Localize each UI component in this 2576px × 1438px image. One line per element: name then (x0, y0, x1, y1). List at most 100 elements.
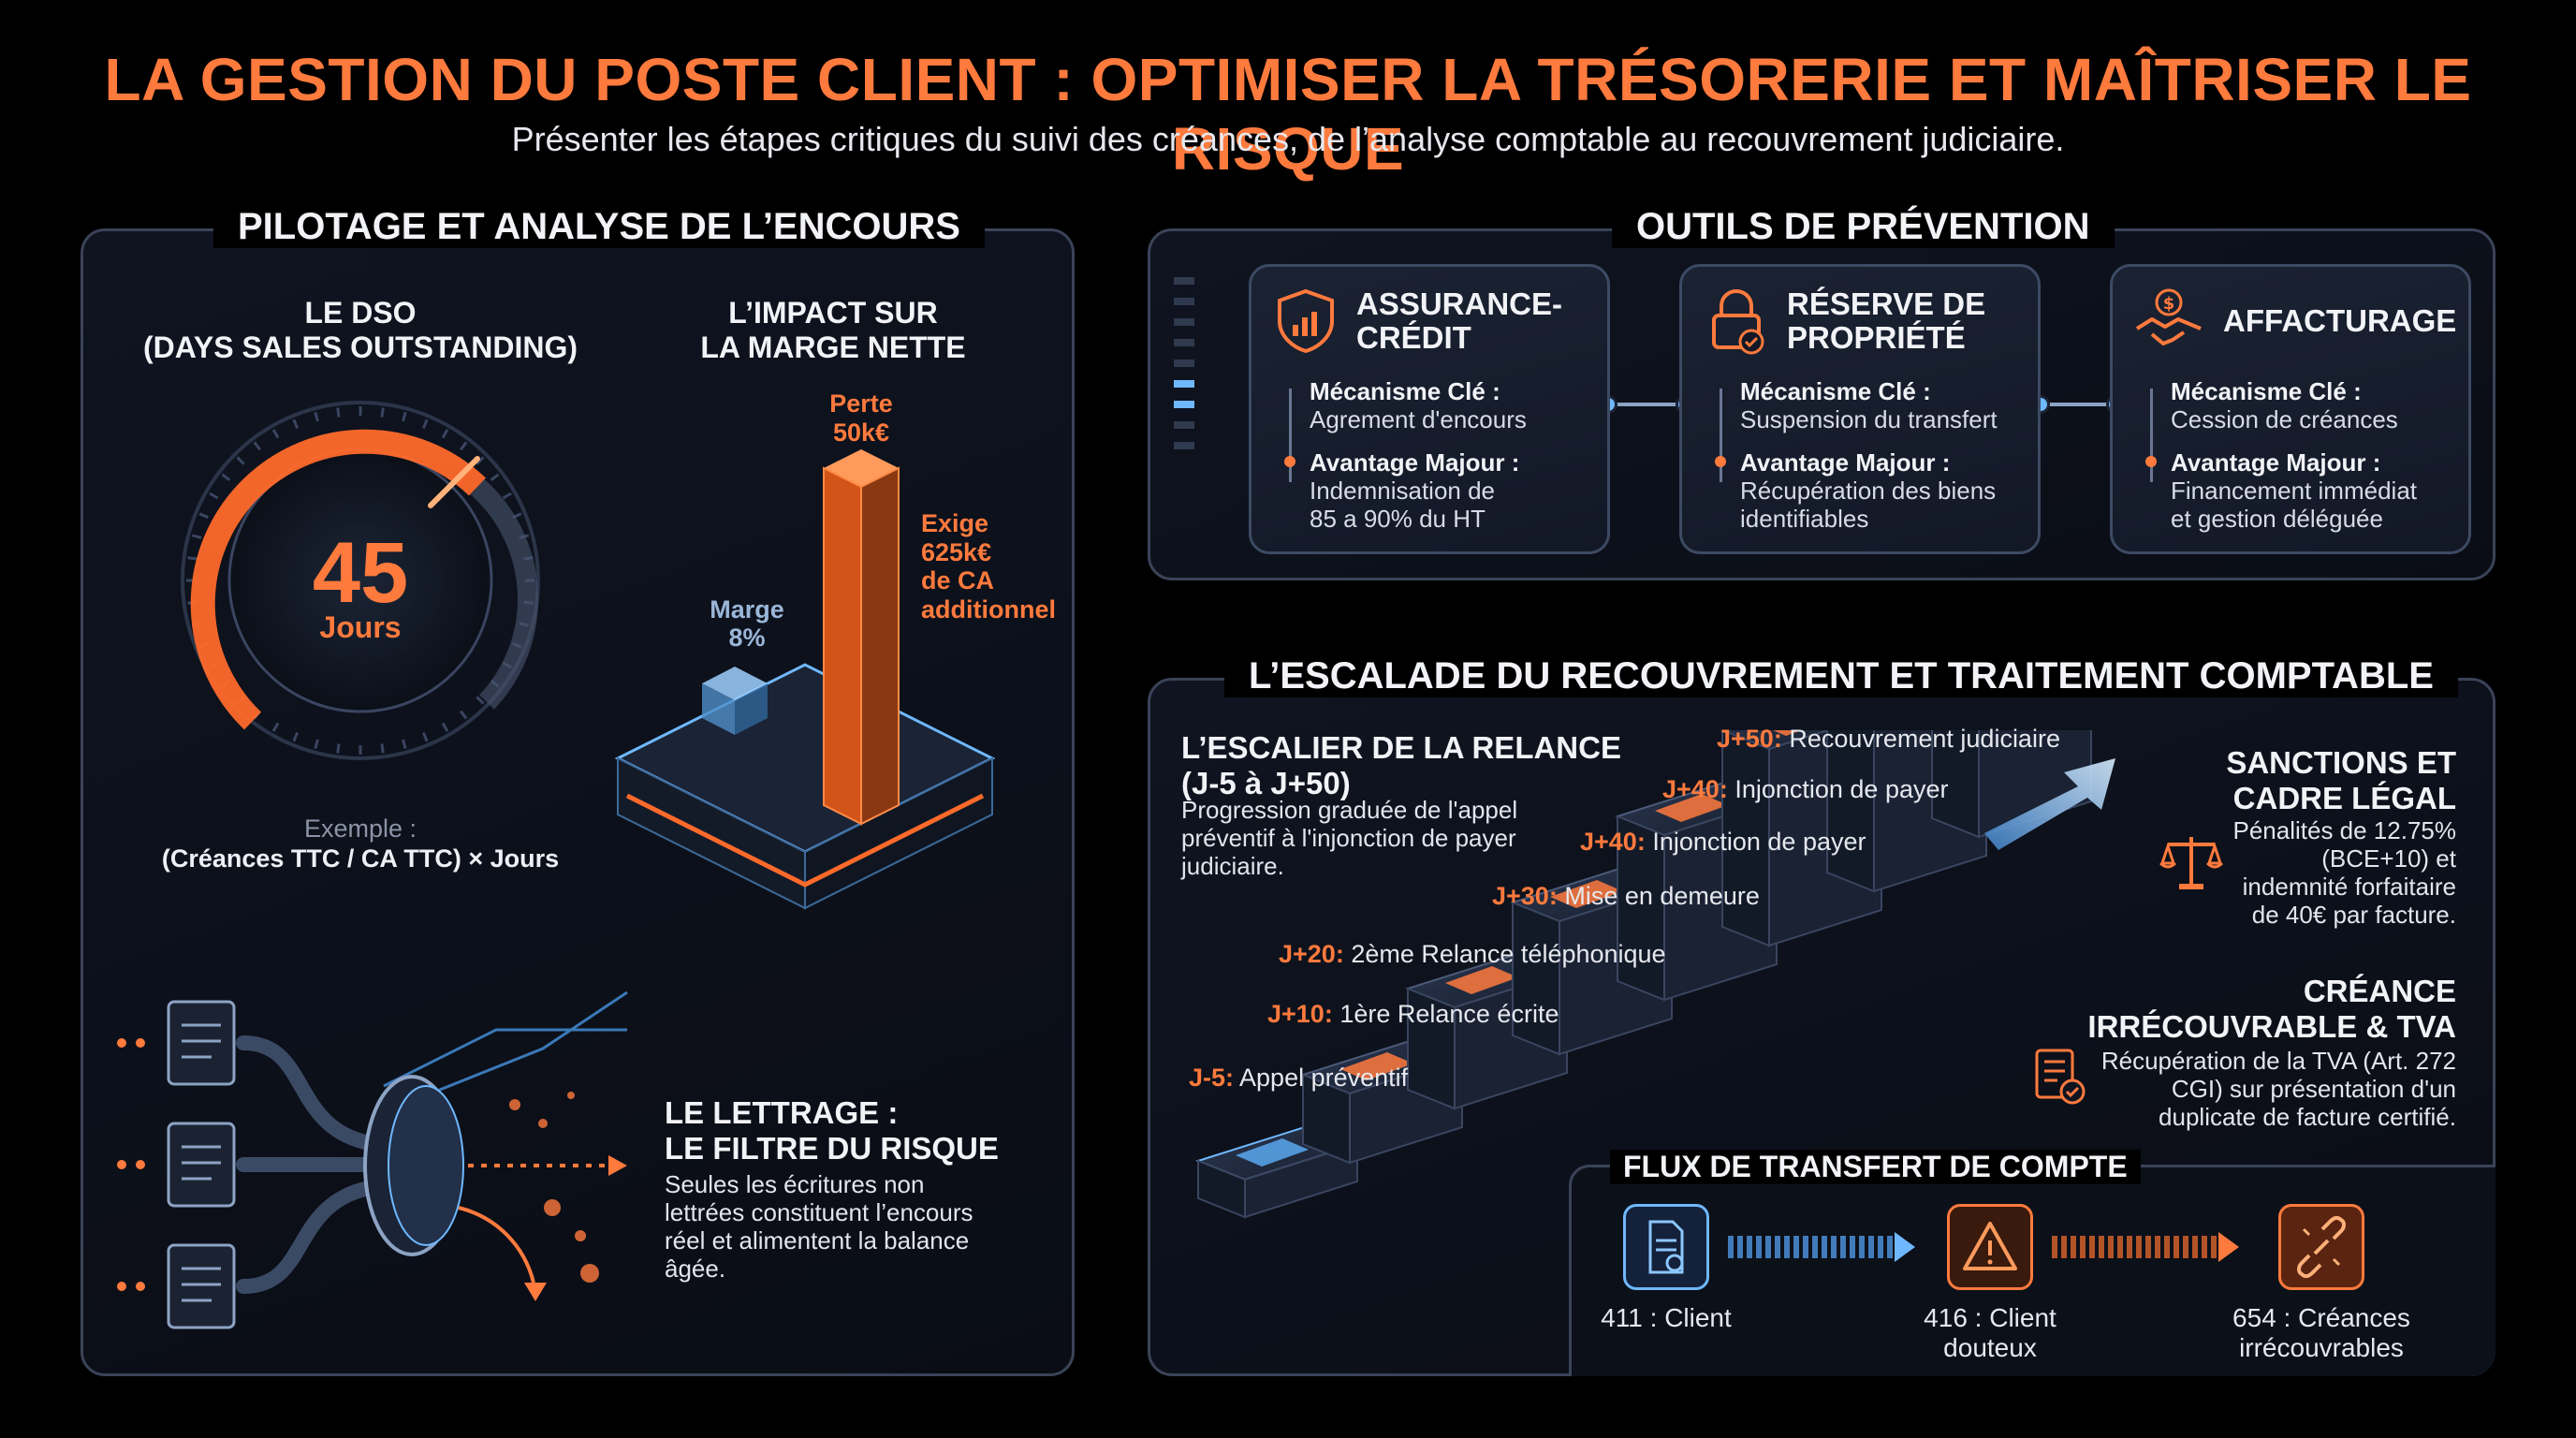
step-label: J+10: 1ère Relance écrite (1267, 1000, 1559, 1028)
step-label: J+50: Recouvrement judiciaire (1717, 725, 2060, 753)
sanctions-title: SANCTIONS ET CADRE LÉGAL (2226, 745, 2456, 816)
flux-arrow-1 (1728, 1236, 1895, 1258)
stair-step-side (1244, 1142, 1358, 1219)
tool-bullet-line (1289, 389, 1292, 482)
mechanism-label: Mécanisme Clé : (2171, 377, 2362, 405)
gauge-tick (402, 739, 407, 750)
mechanism-value: Suspension du transfert (1740, 405, 1998, 433)
tool-bullet-line (1720, 389, 1722, 482)
tool-card-affacturage: $ AFFACTURAGE Mécanisme Clé : Cession de… (2110, 264, 2471, 554)
advantage-value: Indemnisation de 85 a 90% du HT (1310, 477, 1496, 534)
gauge-tick (271, 429, 280, 439)
scales-justice-icon (2159, 837, 2224, 889)
loss-label: Perte 50k€ (829, 389, 893, 448)
account-654-label: 654 : Créances irrécouvrables (2232, 1303, 2410, 1363)
advantage-value: Financement immédiat et gestion déléguée (2171, 477, 2417, 534)
mechanism-value: Agrement d'encours (1310, 405, 1527, 433)
shield-chart-icon (1278, 288, 1334, 354)
flux-title: FLUX DE TRANSFERT DE COMPTE (1610, 1150, 2141, 1184)
gauge-tick (236, 456, 245, 465)
gauge-tick (502, 492, 512, 500)
page-title: LA GESTION DU POSTE CLIENT : OPTIMISER L… (104, 46, 2472, 183)
gauge-tick (441, 429, 449, 439)
gauge-tick (314, 411, 319, 422)
creance-title: CRÉANCE IRRÉCOUVRABLE & TVA (2087, 974, 2456, 1045)
impact-title: L’IMPACT SUR LA MARGE NETTE (700, 296, 966, 365)
handshake-coin-icon: $ (2135, 288, 2202, 345)
advantage-label: Avantage Majour : (1310, 448, 1520, 477)
step-label: J+40: Injonction de payer (1662, 775, 1949, 803)
tool-bullet-line (2150, 389, 2153, 482)
prevention-panel-title: OUTILS DE PRÉVENTION (1612, 206, 2115, 248)
warning-icon (1963, 1222, 2017, 1270)
stair-step-glow (1773, 730, 1802, 736)
gauge-tick (209, 492, 219, 500)
padlock-check-icon (1712, 288, 1764, 355)
mechanism-value: Cession de créances (2171, 405, 2398, 433)
lettrage-filter-illustration (117, 990, 628, 1329)
dso-formula: (Créances TTC / CA TTC) × Jours (161, 844, 560, 873)
step-label: J+30: Mise en demeure (1492, 882, 1760, 910)
gauge-tick (336, 407, 341, 418)
account-411-label: 411 : Client (1601, 1303, 1732, 1332)
gauge-tick (476, 456, 485, 465)
broken-link-icon (2297, 1215, 2346, 1279)
connector-1-2 (1610, 403, 1685, 406)
advantage-label: Avantage Majour : (1740, 448, 1951, 477)
margin-platform-illustration (614, 449, 996, 910)
step-label: J+40: Injonction de payer (1580, 828, 1866, 856)
document-icon (1648, 1220, 1684, 1274)
escalier-title: L’ESCALIER DE LA RELANCE (J-5 à J+50) (1181, 730, 1621, 801)
flux-arrow-1-head (1895, 1232, 1915, 1262)
dso-value: 45 (312, 525, 409, 621)
gauge-tick (336, 743, 341, 754)
gauge-tick (314, 739, 319, 750)
gauge-tick (402, 411, 407, 422)
account-416-box (1947, 1204, 2033, 1290)
tool-bullet-dot (2145, 456, 2157, 467)
gauge-tick (271, 722, 280, 732)
dso-example-label: Exemple : (303, 814, 417, 843)
page-subtitle: Présenter les étapes critiques du suivi … (511, 120, 2065, 158)
gauge-tick (292, 418, 300, 429)
gauge-tick (490, 473, 500, 482)
stair-step-glow (1550, 880, 1623, 908)
gauge-tick (253, 441, 262, 451)
stair-step-glow (1236, 1138, 1309, 1167)
gauge-tick (187, 556, 198, 561)
pilotage-panel-title: PILOTAGE ET ANALYSE DE L’ENCOURS (213, 206, 985, 248)
lettrage-title: LE LETTRAGE : LE FILTRE DU RISQUE (665, 1095, 999, 1167)
gauge-tick (191, 534, 202, 539)
dso-unit: Jours (319, 610, 402, 644)
gauge-tick (459, 710, 468, 720)
gauge-tick (221, 473, 231, 482)
creance-text: Récupération de la TVA (Art. 272 CGI) su… (2100, 1047, 2456, 1132)
lettrage-text: Seules les écritures non lettrées consti… (665, 1170, 973, 1284)
account-654-box (2278, 1204, 2364, 1290)
gauge-tick (380, 743, 385, 754)
tool-bullet-dot (1715, 456, 1726, 467)
margin-label: Marge 8% (710, 595, 784, 653)
mechanism-label: Mécanisme Clé : (1740, 377, 1931, 405)
account-411-box (1623, 1204, 1709, 1290)
escalade-panel-title: L’ESCALADE DU RECOUVREMENT ET TRAITEMENT… (1224, 655, 2458, 697)
step-label: J-5: Appel préventif (1189, 1064, 1409, 1092)
flux-arrow-2 (2052, 1236, 2218, 1258)
gauge-tick (459, 441, 468, 451)
stair-step-front (1512, 901, 1560, 1056)
advantage-label: Avantage Majour : (2171, 448, 2381, 477)
gauge-tick (380, 407, 385, 418)
gauge-tick (421, 732, 429, 742)
sanctions-text: Pénalités de 12.75% (BCE+10) et indemnit… (2232, 816, 2456, 930)
escalier-text: Progression graduée de l'appel préventif… (1181, 796, 1518, 881)
tool-card-reserve-propriete: RÉSERVE DE PROPRIÉTÉ Mécanisme Clé : Sus… (1679, 264, 2041, 554)
step-label: J+20: 2ème Relance téléphonique (1279, 940, 1666, 968)
connector-2-3 (2041, 403, 2115, 406)
document-check-icon (2035, 1049, 2086, 1105)
relance-staircase (1195, 730, 2115, 1219)
tool-title: RÉSERVE DE PROPRIÉTÉ (1787, 286, 1986, 356)
mechanism-label: Mécanisme Clé : (1310, 377, 1500, 405)
tool-bullet-dot (1284, 456, 1295, 467)
tool-title: AFFACTURAGE (2223, 303, 2457, 338)
stair-step-glow (1445, 966, 1518, 994)
